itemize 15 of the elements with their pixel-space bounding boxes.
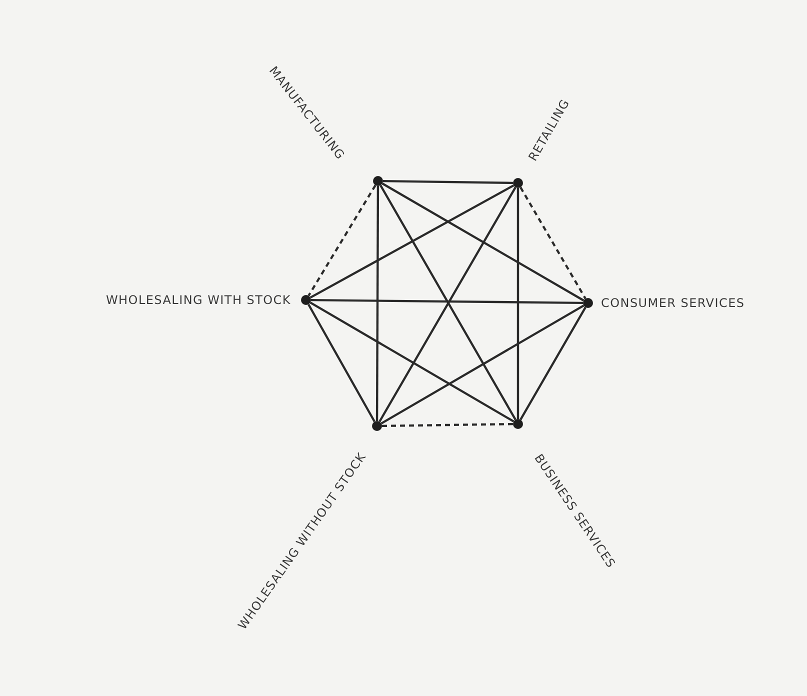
dashed-connector <box>382 422 514 428</box>
connector-line <box>310 302 514 422</box>
node-label: WHOLESALING WITH STOCK <box>106 294 291 306</box>
dashed-connector <box>520 186 586 300</box>
connector-line <box>516 188 520 419</box>
connector-line <box>310 298 584 304</box>
connector-line <box>380 304 584 424</box>
connector-line <box>376 186 380 421</box>
connector-line <box>382 180 514 184</box>
dashed-connector <box>308 184 376 296</box>
connector-line <box>520 306 586 420</box>
connector-line <box>308 304 376 422</box>
node-label: CONSUMER SERVICES <box>601 297 745 309</box>
connector-line <box>382 182 584 302</box>
connector-line <box>310 184 514 299</box>
